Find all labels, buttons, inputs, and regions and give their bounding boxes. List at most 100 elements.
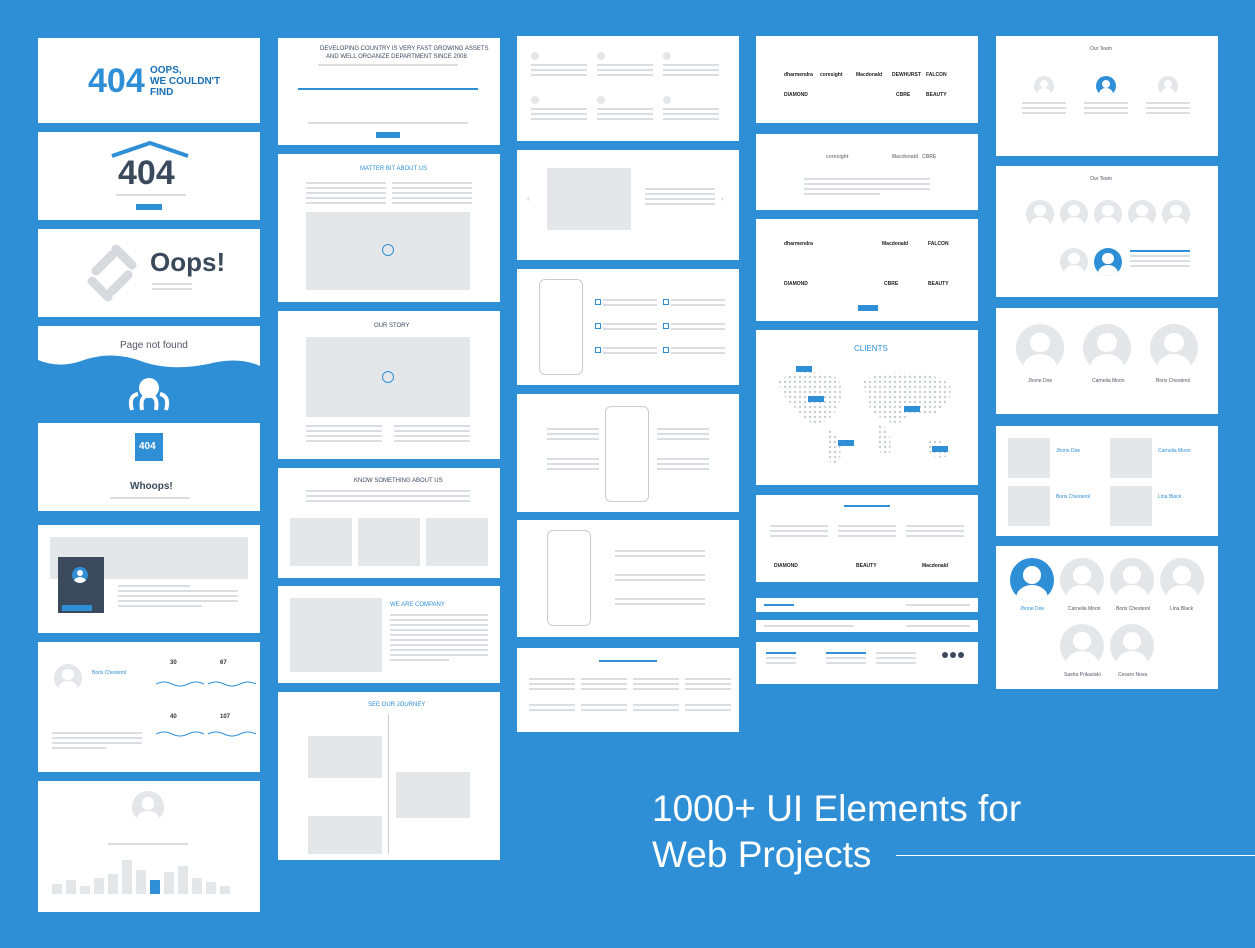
world-map	[778, 371, 951, 465]
logo-8: BEAUTY	[928, 281, 949, 287]
member-3-name: Boris Chesterol	[1056, 494, 1091, 500]
stop-sign-icon	[135, 433, 163, 461]
member-5-name: Sasha Prikasiski	[1064, 672, 1101, 678]
journey-title: SEE OUR JOURNEY	[368, 702, 426, 708]
profile-cover-card	[38, 525, 260, 633]
member-6-name: Cesaro Nova	[1118, 672, 1148, 678]
logo-6: DIAMOND	[774, 563, 798, 569]
stat-4: 107	[220, 714, 231, 720]
features-icons-card	[517, 36, 739, 141]
error-msg-3: FIND	[150, 87, 174, 98]
matter-title: MATTER BIT ABOUT US	[360, 166, 428, 172]
member-1-name: Jhone Doe	[1028, 378, 1053, 384]
logo-3: Macdonald	[892, 154, 919, 160]
profile-chart-card	[38, 781, 260, 912]
team-grid-card: Our Team	[996, 166, 1218, 297]
not-found-text: Page not found	[120, 340, 188, 351]
logo-7: CBRE	[922, 154, 937, 160]
roof-icon	[111, 140, 189, 158]
phone-features-card	[517, 269, 739, 385]
timeline-card: DEVELOPING COUNTRY IS VERY FAST GROWING …	[278, 38, 500, 145]
logos-grid-card: dharmendra Macdonald FALCON DIAMOND CBRE…	[756, 219, 978, 321]
phone-list-card	[517, 520, 739, 637]
phone-mockup	[547, 530, 591, 626]
know-title: KNOW SOMETHING ABOUT US	[354, 478, 443, 484]
client-testimonials-card: DIAMOND BEAUTY Macdonald	[756, 495, 978, 582]
member-3-name: Boris Chesterol	[1156, 378, 1191, 384]
team-slider-card: Our Team	[996, 36, 1218, 156]
logo-7: CBRE	[884, 281, 899, 287]
logo-2: coresight	[826, 154, 849, 160]
logo-4: DEWHURST	[892, 72, 921, 78]
error-msg-1: OOPS,	[150, 65, 182, 76]
logo-3: Macdonald	[922, 563, 949, 569]
logo-1: dharmendra	[784, 241, 813, 247]
website-feature-card	[517, 648, 739, 732]
footer-card	[756, 642, 978, 684]
oops-card: Oops!	[38, 229, 260, 317]
journey-card: SEE OUR JOURNEY	[278, 692, 500, 860]
next-arrow[interactable]: ›	[721, 194, 724, 203]
logo-1: dharmendra	[784, 72, 813, 78]
logo-7: CBRE	[896, 92, 911, 98]
matter-about-card: MATTER BIT ABOUT US	[278, 154, 500, 302]
view-all-button[interactable]	[858, 305, 878, 311]
member-4-name: Lina Black	[1158, 494, 1182, 500]
member-2-name: Carnelia Moon	[1158, 448, 1191, 454]
logo-2: coresight	[820, 72, 843, 78]
stat-1: 30	[170, 660, 177, 666]
member-3-name: Boris Chesterol	[1116, 606, 1151, 612]
logo-5: FALCON	[926, 72, 947, 78]
phone-mockup	[605, 406, 649, 502]
tagline-line-2: Web Projects	[652, 834, 872, 875]
octopus-icon	[128, 378, 170, 411]
developing-line-2: AND WELL ORGANIZE DEPARTMENT SINCE 2008	[326, 54, 467, 60]
error-code: 404	[118, 154, 175, 192]
error-404-roof-card: 404	[38, 132, 260, 220]
member-1-name: Jhone Doe	[1020, 606, 1045, 612]
error-msg-2: WE COULDN'T	[150, 76, 221, 87]
story-title: OUR STORY	[374, 323, 410, 329]
play-icon[interactable]	[382, 244, 394, 256]
team-three-card: Jhone Doe Carnelia Moon Boris Chesterol	[996, 308, 1218, 414]
team-list-card: Jhone Doe Carnelia Moon Boris Chesterol …	[996, 426, 1218, 536]
whoops-code: 404	[139, 441, 156, 452]
whoops-title: Whoops!	[130, 481, 173, 492]
we-are-company-card: WE ARE COMPANY	[278, 586, 500, 683]
stat-2: 67	[220, 660, 227, 666]
error-code: 404	[88, 62, 145, 100]
footer-bar-1	[756, 598, 978, 612]
member-2-name: Carnelia Moon	[1068, 606, 1101, 612]
profile-stats-card: Boris Chesterol 30 67 40 107	[38, 642, 260, 772]
profile-name: Boris Chesterol	[92, 670, 127, 676]
developing-line-1: DEVELOPING COUNTRY IS VERY FAST GROWING …	[320, 46, 489, 52]
client-logos-card: dharmendra coresight Macdonald DEWHURST …	[756, 36, 978, 123]
team-circles-card: Jhone Doe Carnelia Moon Boris Chesterol …	[996, 546, 1218, 689]
home-button[interactable]	[136, 204, 162, 210]
phone-center-card	[517, 394, 739, 512]
logo-8: BEAUTY	[926, 92, 947, 98]
prev-arrow[interactable]: ‹	[527, 194, 530, 203]
know-about-card: KNOW SOMETHING ABOUT US	[278, 468, 500, 578]
tagline-line-1: 1000+ UI Elements for	[652, 788, 1022, 829]
member-4-name: Lina Black	[1170, 606, 1194, 612]
logo-6: DIAMOND	[784, 92, 808, 98]
broken-link-icon	[87, 244, 137, 302]
team-title: Our Team	[1090, 176, 1112, 182]
profile-badge	[58, 557, 104, 613]
logo-5: FALCON	[928, 241, 949, 247]
whoops-card: 404 Whoops!	[38, 423, 260, 511]
clients-map-card: CLIENTS	[756, 330, 978, 485]
phone-mockup	[539, 279, 583, 375]
image-slider-card: ‹ ›	[517, 150, 739, 260]
error-404-oops-card: 404 OOPS, WE COULDN'T FIND	[38, 38, 260, 123]
logos-text-card: coresight Macdonald CBRE	[756, 134, 978, 210]
timeline-button[interactable]	[376, 132, 400, 138]
tagline-divider	[896, 855, 1255, 856]
logo-6: DIAMOND	[784, 281, 808, 287]
member-2-name: Carnelia Moon	[1092, 378, 1125, 384]
logo-3: Macdonald	[856, 72, 883, 78]
logo-8: BEAUTY	[856, 563, 877, 569]
play-icon[interactable]	[382, 371, 394, 383]
oops-title: Oops!	[150, 247, 226, 277]
